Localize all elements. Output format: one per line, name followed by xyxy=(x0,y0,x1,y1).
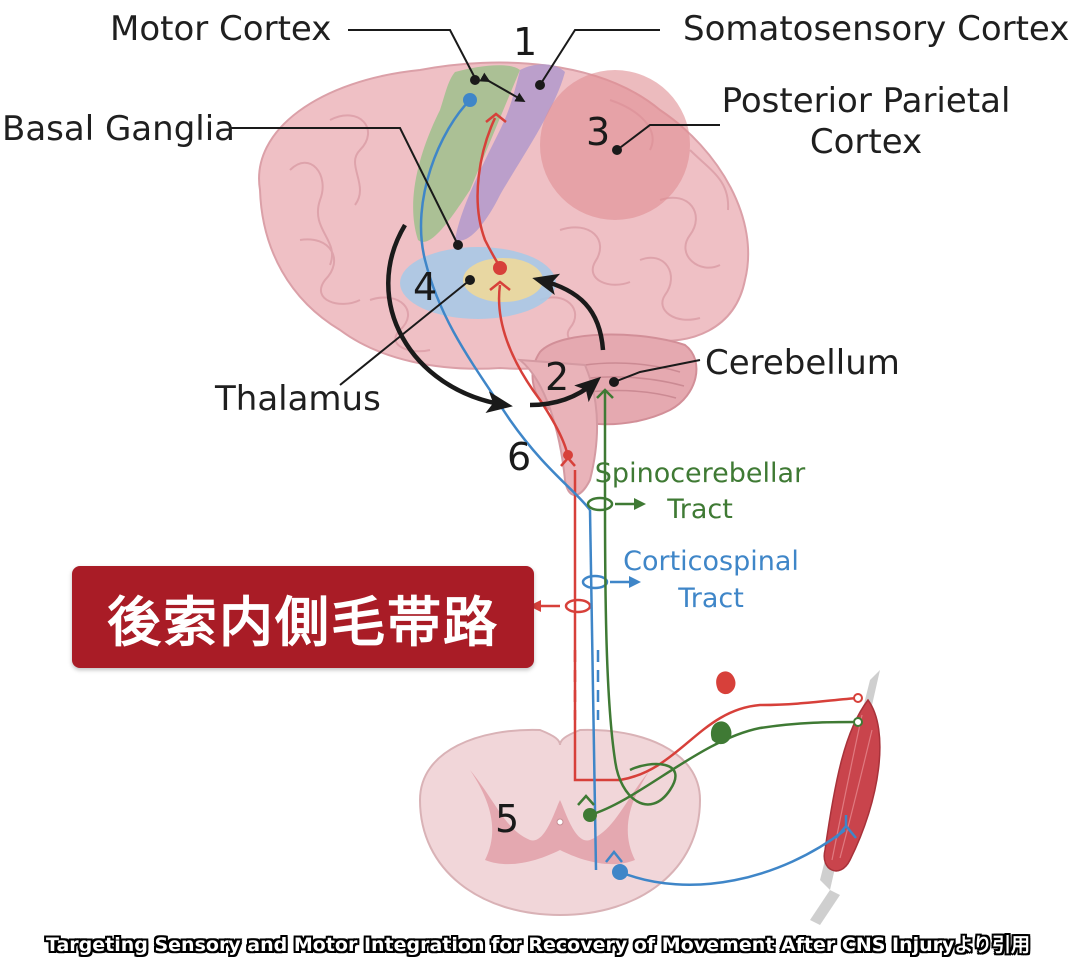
corticospinal-label-line2: Tract xyxy=(677,583,744,614)
motor-cortex-neuron xyxy=(463,93,477,107)
posterior-parietal-label-line2: Cortex xyxy=(810,122,922,162)
number-4: 4 xyxy=(413,265,437,309)
callout-text: 後索内側毛帯路 xyxy=(107,590,499,654)
brainstem-to-cerebellum-arrow xyxy=(529,376,602,408)
number-1: 1 xyxy=(513,20,537,64)
number-2: 2 xyxy=(545,355,569,399)
somatosensory-cortex-label: Somatosensory Cortex xyxy=(683,9,1069,49)
somatosensory-cortex-region xyxy=(455,64,565,241)
caption-text: Targeting Sensory and Motor Integration … xyxy=(45,933,1031,956)
spinal-blue-synapse xyxy=(605,849,623,863)
corticospinal-pathway xyxy=(419,99,846,886)
motor-cortex-region xyxy=(413,65,520,242)
red-receptor xyxy=(853,693,863,703)
green-ganglion xyxy=(710,721,732,745)
basal-ganglia-loop-arrow xyxy=(386,223,513,414)
spinocerebellar-label-line2: Tract xyxy=(666,494,733,525)
cortex-red-synapse xyxy=(485,112,507,123)
number-3: 3 xyxy=(586,110,610,154)
muscle xyxy=(810,670,881,925)
thalamus-label: Thalamus xyxy=(214,379,381,419)
source-caption: Targeting Sensory and Motor Integration … xyxy=(0,926,1076,960)
posterior-parietal-region xyxy=(540,70,690,220)
corticospinal-label-line1: Corticospinal xyxy=(623,546,799,577)
thalamus-red-neuron xyxy=(493,261,507,275)
spinocerebellar-tract-marker xyxy=(586,496,614,512)
motor-somatosensory-arrow xyxy=(479,72,526,102)
green-receptor xyxy=(853,717,863,727)
spinal-green-synapse xyxy=(577,794,595,806)
spinal-green-neuron xyxy=(583,808,597,822)
spinal-motor-neuron xyxy=(612,864,628,880)
spinocerebellar-label-line1: Spinocerebellar xyxy=(595,458,806,489)
leader-lines xyxy=(230,29,720,386)
cerebellum-to-thalamus-arrow xyxy=(532,273,606,351)
leader-dots xyxy=(453,75,622,387)
posterior-parietal-label-line1: Posterior Parietal xyxy=(722,81,1011,121)
motor-cortex-label: Motor Cortex xyxy=(110,9,331,49)
number-5: 5 xyxy=(495,797,519,841)
red-ganglion xyxy=(716,671,736,695)
brainstem-red-neuron xyxy=(563,450,573,460)
dorsal-column-tract-marker xyxy=(564,598,592,614)
thalamus-red-synapse xyxy=(489,280,511,291)
neuromuscular-junction xyxy=(835,815,857,839)
number-6: 6 xyxy=(507,435,531,479)
cerebellum-label: Cerebellum xyxy=(705,343,900,383)
spinal-cord-section xyxy=(418,728,702,917)
dorsal-column-callout: 後索内側毛帯路 xyxy=(72,566,534,668)
corticospinal-tract-marker xyxy=(581,574,609,590)
spinocerebellar-pathway xyxy=(589,390,859,817)
basal-ganglia-label: Basal Ganglia xyxy=(2,109,235,149)
